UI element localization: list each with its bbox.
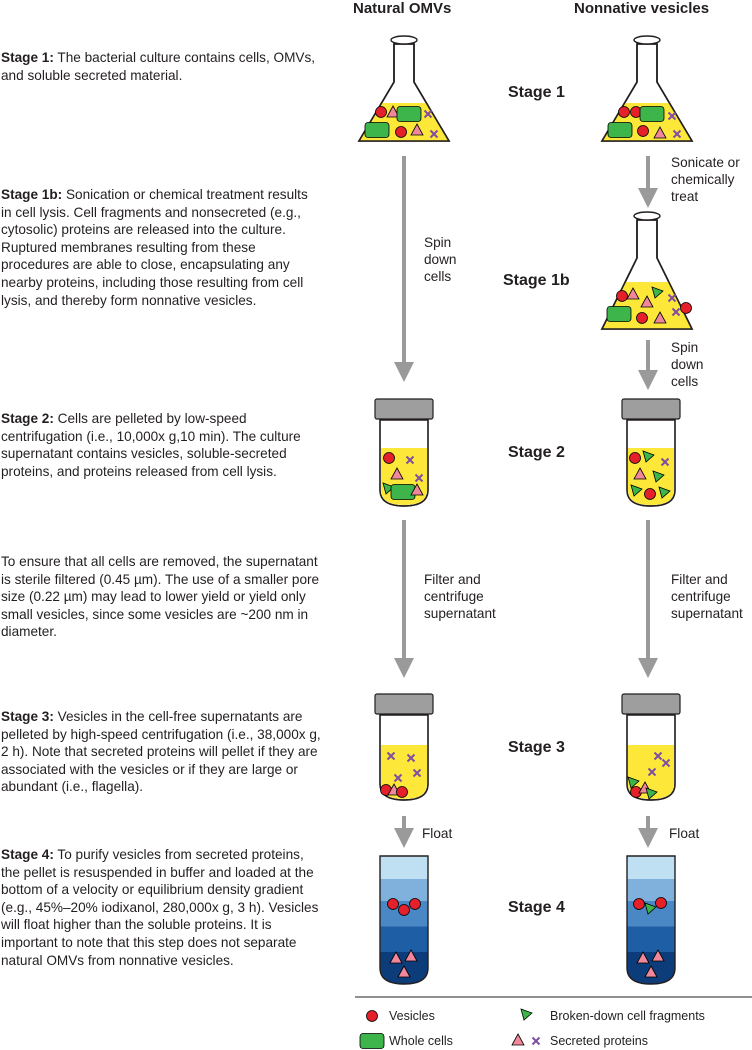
desc-body: Sonication or chemical treatment results… bbox=[1, 187, 308, 308]
tube-nonnative-stage3 bbox=[621, 693, 681, 801]
flask-nonnative-stage1 bbox=[600, 35, 694, 142]
step-filter-nonnative: Filter and centrifuge supernatant bbox=[671, 572, 743, 621]
legend-vesicle-swatch bbox=[366, 1010, 378, 1022]
step-float-nonnative: Float bbox=[669, 826, 700, 841]
step-spin-natural: Spin down cells bbox=[424, 235, 457, 284]
desc-body: To purify vesicles from secreted protein… bbox=[1, 847, 319, 968]
legend-cell-swatch bbox=[359, 1033, 385, 1049]
legend bbox=[355, 996, 752, 1049]
legend-secreted-x-swatch bbox=[531, 1036, 541, 1046]
step-spin-nonnative: Spin down cells bbox=[671, 340, 704, 389]
legend-label-fragments: Broken-down cell fragments bbox=[550, 1009, 705, 1023]
flask-natural-stage1 bbox=[357, 35, 451, 142]
desc-lead: Stage 2: bbox=[1, 411, 54, 426]
desc-body: Cells are pelleted by low-speed centrifu… bbox=[1, 411, 301, 479]
step-float-natural: Float bbox=[422, 826, 453, 841]
desc-lead: Stage 3: bbox=[1, 709, 54, 724]
stage-label-1: Stage 1 bbox=[508, 84, 565, 101]
legend-secreted-triangle-swatch bbox=[511, 1033, 525, 1046]
tube-natural-stage3 bbox=[374, 693, 434, 801]
desc-lead: Stage 1: bbox=[1, 50, 54, 65]
tube-nonnative-stage4 bbox=[626, 855, 676, 985]
tube-nonnative-stage2 bbox=[621, 398, 681, 507]
desc-stage-4: Stage 4: To purify vesicles from secrete… bbox=[1, 846, 321, 969]
desc-lead: Stage 1b: bbox=[1, 187, 63, 202]
stage-label-2: Stage 2 bbox=[508, 444, 565, 461]
legend-label-secreted: Secreted proteins bbox=[550, 1034, 648, 1048]
stage-label-1b: Stage 1b bbox=[503, 272, 570, 289]
desc-stage-2: Stage 2: Cells are pelleted by low-speed… bbox=[1, 410, 321, 480]
legend-fragment-swatch bbox=[520, 1008, 533, 1021]
column-header-nonnative: Nonnative vesicles bbox=[574, 0, 710, 17]
flow-arrows bbox=[394, 156, 658, 848]
desc-stage-1: Stage 1: The bacterial culture contains … bbox=[1, 49, 321, 84]
flask-nonnative-stage1b bbox=[600, 211, 694, 330]
legend-label-whole-cells: Whole cells bbox=[389, 1034, 453, 1048]
desc-body: The bacterial culture contains cells, OM… bbox=[1, 50, 316, 83]
desc-body: To ensure that all cells are removed, th… bbox=[1, 554, 320, 640]
step-sonicate: Sonicate or chemically treat bbox=[671, 155, 740, 204]
desc-stage-3: Stage 3: Vesicles in the cell-free super… bbox=[1, 708, 321, 796]
stage-label-3: Stage 3 bbox=[508, 739, 565, 756]
tube-natural-stage2 bbox=[374, 398, 434, 507]
stage-label-4: Stage 4 bbox=[508, 899, 565, 916]
column-header-natural: Natural OMVs bbox=[353, 0, 452, 17]
desc-filter: To ensure that all cells are removed, th… bbox=[1, 553, 321, 641]
desc-lead: Stage 4: bbox=[1, 847, 54, 862]
desc-stage-1b: Stage 1b: Sonication or chemical treatme… bbox=[1, 186, 321, 309]
step-filter-natural: Filter and centrifuge supernatant bbox=[424, 572, 496, 621]
desc-body: Vesicles in the cell-free supernatants a… bbox=[1, 709, 321, 795]
tube-natural-stage4 bbox=[379, 855, 429, 985]
legend-label-vesicles: Vesicles bbox=[389, 1009, 435, 1023]
